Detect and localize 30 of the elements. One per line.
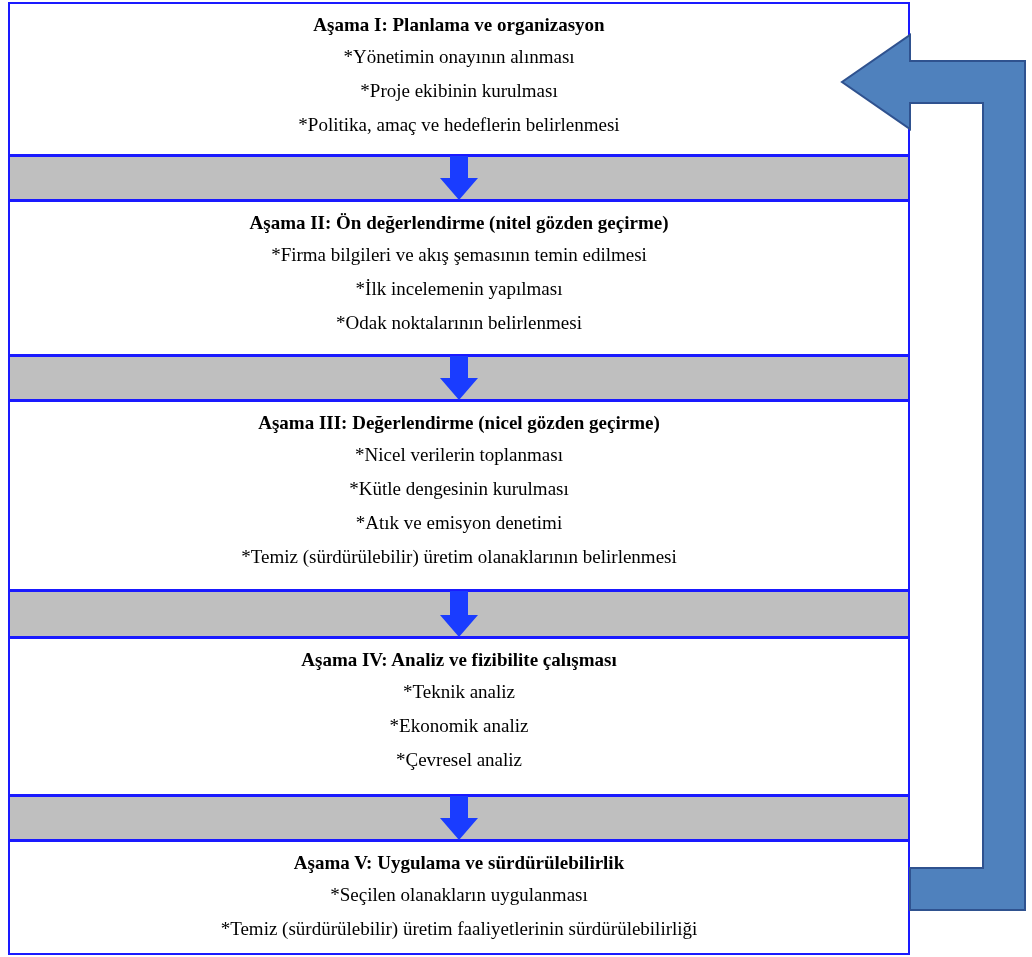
stage-heading: Aşama I: Planlama ve organizasyon (312, 13, 606, 37)
arrow (440, 796, 478, 840)
stage-box (8, 840, 910, 955)
list-item: *Seçilen olanakların uygulanması (329, 883, 589, 907)
arrow (440, 156, 478, 200)
stage-heading: Aşama IV: Analiz ve fizibilite çalışması (300, 648, 618, 672)
arrow (440, 591, 478, 637)
list-item: *Yönetimin onayının alınması (342, 45, 576, 69)
list-item: *Proje ekibinin kurulması (359, 79, 559, 103)
list-item: *Temiz (sürdürülebilir) üretim olanaklarının belirlenmesi (240, 545, 678, 569)
feedback-arrow (840, 33, 1026, 911)
stage-heading: Aşama III: Değerlendirme (nicel gözden geçirme) (257, 411, 661, 435)
stage-box (8, 400, 910, 591)
arrow (440, 356, 478, 400)
list-item: *Temiz (sürdürülebilir) üretim faaliyetlerinin sürdürülebilirliği (219, 917, 699, 941)
list-item: *Çevresel analiz (394, 748, 524, 772)
stage-box (8, 200, 910, 356)
stage-box (8, 637, 910, 796)
list-item: *Atık ve emisyon denetimi (354, 511, 564, 535)
stage-heading: Aşama V: Uygulama ve sürdürülebilirlik (292, 851, 626, 875)
list-item: *İlk incelemenin yapılması (354, 277, 564, 301)
list-item: *Politika, amaç ve hedeflerin belirlenmesi (297, 113, 621, 137)
list-item: *Kütle dengesinin kurulması (348, 477, 570, 501)
list-item: *Ekonomik analiz (388, 714, 530, 738)
stage-box (8, 2, 910, 156)
list-item: *Firma bilgileri ve akış şemasının temin edilmesi (270, 243, 648, 267)
list-item: *Odak noktalarının belirlenmesi (335, 311, 583, 335)
list-item: *Nicel verilerin toplanması (354, 443, 564, 467)
stage-heading: Aşama II: Ön değerlendirme (nitel gözden geçirme) (248, 211, 670, 235)
list-item: *Teknik analiz (401, 680, 517, 704)
